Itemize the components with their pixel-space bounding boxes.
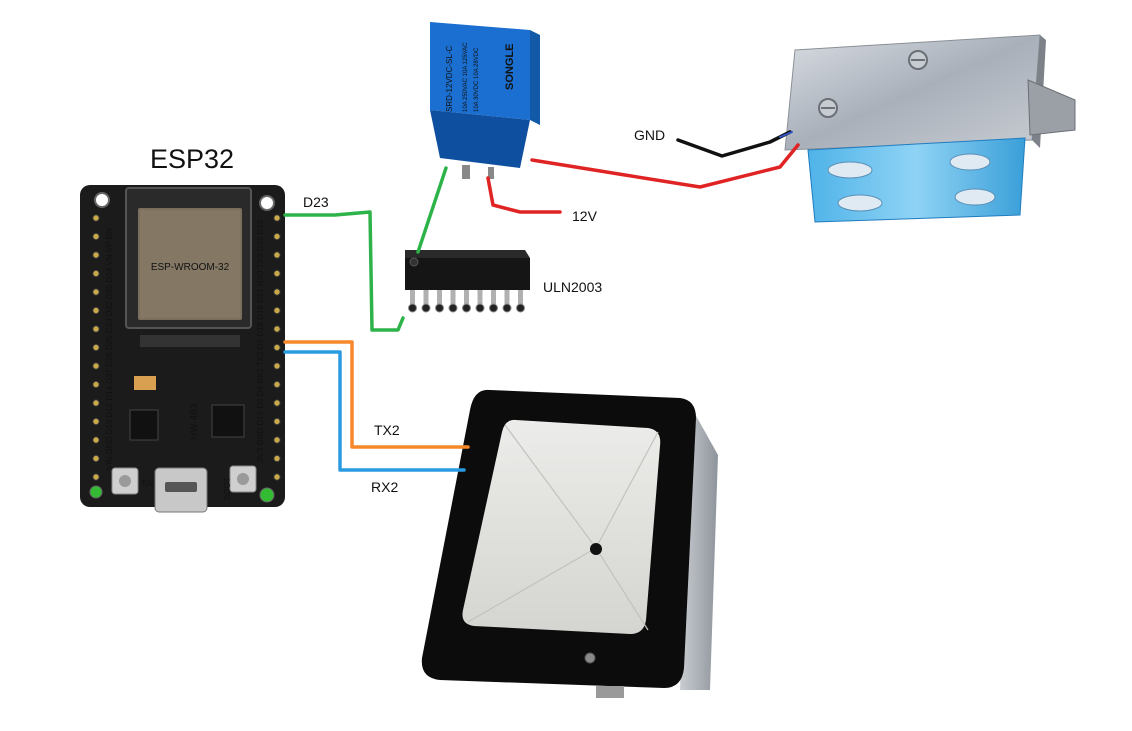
header-pin [92,362,100,370]
header-pin [92,399,100,407]
chip-pin [477,290,483,304]
header-pin [273,436,281,444]
header-pin [273,417,281,426]
label-12v: 12V [572,208,598,224]
header-pin [273,454,281,463]
chip-pin [464,290,469,304]
svg-text:ESP-WROOM-32: ESP-WROOM-32 [151,262,230,273]
relay-brand: SONGLE [504,44,516,90]
chip-socket-hole [435,303,444,313]
header-pin [92,343,100,352]
chip-socket-hole [408,303,417,313]
right-pin-labels: 3V3 GND D15 D2 D4 RX2 TX2 D5 D18 D19 D21… [256,219,265,462]
uln2003-pins [408,290,525,313]
right-pin-header [273,214,281,481]
left-pin-labels: VIN GND D13 D12 D14 D27 D26 D25 D33 D32 … [105,228,114,470]
relay-module: SONGLE SRD-12VDC-SL-C 10A 250VAC 10A 125… [430,22,540,179]
chip-socket-hole [462,303,471,313]
solenoid-lock [784,34,1076,223]
boot-label: BOOT [223,477,232,500]
wires [283,130,800,472]
esp32-title: ESP32 [150,144,234,174]
chip-pin [491,290,496,304]
chip-pin [437,290,442,304]
header-pin [273,214,281,222]
wire-relay-lock-red [530,143,800,189]
relay-rating-2: 10A 30VDC 10A 28VDC [474,47,480,112]
header-pin [273,251,281,259]
relay-model: SRD-12VDC-SL-C [445,46,454,112]
header-pin [92,269,100,278]
chip-socket-hole [421,303,431,313]
chip-socket-hole [448,303,458,313]
left-pin-header [92,214,100,481]
header-pin [92,325,100,333]
chip-pin [450,290,456,304]
board-model-text: HW-463 [189,403,200,440]
esp32-board: ESP-WROOM-32 VIN GND D13 D12 D14 D27 D26… [80,185,285,513]
header-pin [92,473,100,481]
chip-socket-hole [516,303,525,313]
header-pin [273,399,281,407]
header-pin [273,269,281,278]
barcode-scanner [421,389,718,698]
wire-d23-green [283,210,405,332]
header-pin [273,473,281,481]
label-uln2003: ULN2003 [543,279,602,295]
header-pin [92,417,100,426]
en-label: EN [142,479,153,488]
header-pin [273,325,281,333]
label-rx2: RX2 [371,479,398,495]
header-pin [273,306,281,315]
chip-socket-hole [502,303,512,313]
scanner-led [584,652,596,664]
header-pin [92,214,100,222]
header-pin [273,362,281,370]
chip-pin [518,290,523,304]
wire-12v-red [486,176,562,214]
uln2003-chip [405,250,530,313]
chip-pin [410,290,415,304]
label-tx2: TX2 [374,422,400,438]
header-pin [92,380,100,389]
header-pin [92,436,100,444]
header-pin [92,306,100,315]
header-pin [92,251,100,259]
chip-socket-hole [489,303,498,313]
header-pin [273,343,281,352]
header-pin [92,288,100,296]
wire-uln-relay-green [416,166,448,254]
chip-socket-hole [475,303,485,313]
scanner-sensor [590,543,602,555]
header-pin [273,380,281,389]
wire-tx2-orange [283,340,470,449]
header-pin [273,232,281,241]
wire-rx2-blue [283,350,466,472]
relay-rating-1: 10A 250VAC 10A 125VAC [463,42,469,112]
chip-pin [423,290,429,304]
wire-gnd-black [676,130,792,158]
header-pin [92,232,100,241]
header-pin [92,454,100,463]
label-d23: D23 [303,194,329,210]
chip-pin [504,290,510,304]
label-gnd: GND [634,127,665,143]
header-pin [273,288,281,296]
